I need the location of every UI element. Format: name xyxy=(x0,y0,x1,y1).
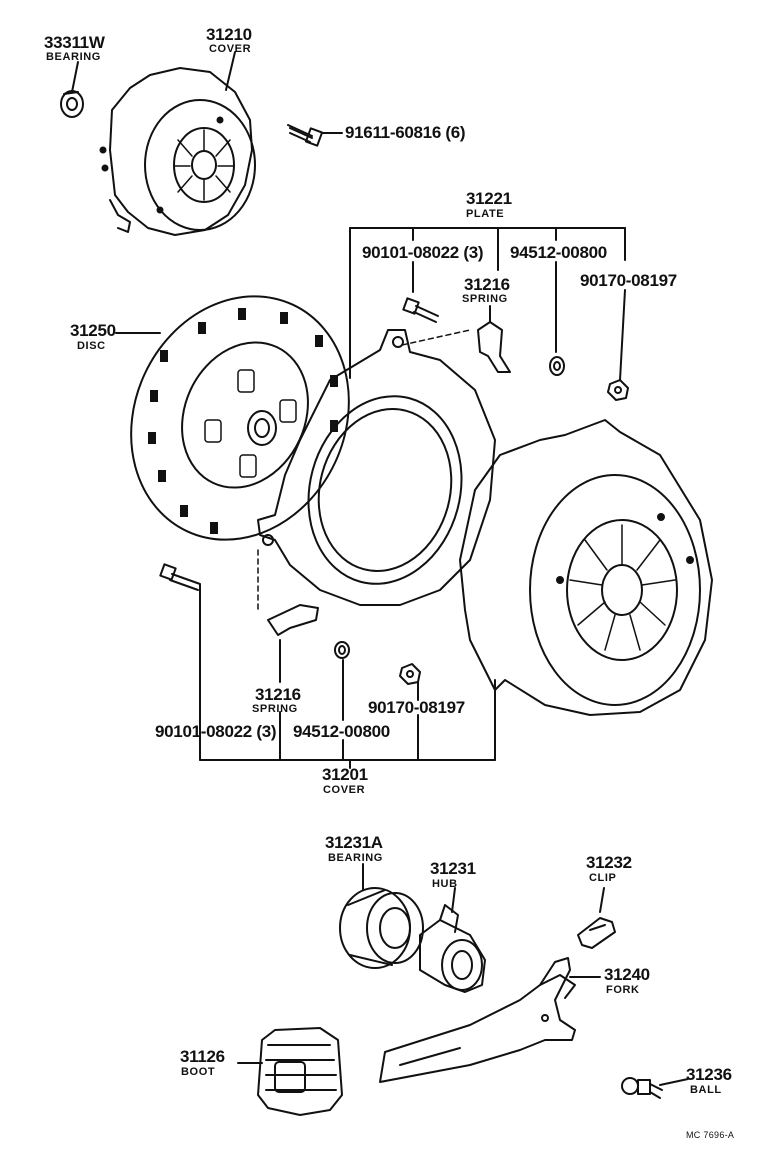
hub-name: HUB xyxy=(432,878,458,890)
bearing-top-name: BEARING xyxy=(46,51,101,63)
lower-nut-number: 90170-08197 xyxy=(368,698,465,717)
clip-icon xyxy=(577,917,616,949)
clip-name: CLIP xyxy=(589,872,616,884)
boot-icon xyxy=(257,1027,343,1116)
plate-number: 31221 xyxy=(466,189,512,208)
ball-number: 31236 xyxy=(686,1065,732,1084)
cover-top-number: 31210 xyxy=(206,25,252,44)
plate-washer-number: 94512-00800 xyxy=(510,243,607,262)
release-bearing-icon xyxy=(339,887,424,969)
plate-name: PLATE xyxy=(466,208,504,220)
plate-spring-name: SPRING xyxy=(462,293,508,305)
lower-bolt-icon xyxy=(159,563,201,591)
bearing-top-number: 33311W xyxy=(44,33,106,52)
fork-number: 31240 xyxy=(604,965,650,984)
ball-stud-icon xyxy=(621,1077,663,1099)
lower-washer-icon xyxy=(334,641,350,659)
lower-bolt-number: 90101-08022 (3) xyxy=(155,722,276,741)
plate-washer-icon xyxy=(549,356,565,376)
leader-lines xyxy=(71,51,689,1086)
clip-number: 31232 xyxy=(586,853,632,872)
lower-washer-number: 94512-00800 xyxy=(293,722,390,741)
bolt-top-number: 91611-60816 (6) xyxy=(345,123,465,142)
cover-top-name: COVER xyxy=(209,43,251,55)
boot-name: BOOT xyxy=(181,1066,215,1078)
release-bearing-number: 31231A xyxy=(325,833,383,852)
drawing-reference: MC 7696-A xyxy=(686,1130,734,1140)
plate-bolt-number: 90101-08022 (3) xyxy=(362,243,483,262)
pilot-bearing-icon xyxy=(60,90,84,118)
release-fork-icon xyxy=(379,957,576,1083)
plate-nut-number: 90170-08197 xyxy=(580,271,677,290)
disc-name: DISC xyxy=(77,340,106,352)
ball-name: BALL xyxy=(690,1084,722,1096)
disc-number: 31250 xyxy=(70,321,116,340)
hub-icon xyxy=(419,904,486,993)
lower-nut-icon xyxy=(399,663,421,685)
lower-cover-number: 31201 xyxy=(322,765,368,784)
plate-spring-icon xyxy=(477,321,511,373)
lower-cover-name: COVER xyxy=(323,784,365,796)
hub-number: 31231 xyxy=(430,859,476,878)
bolt-icon xyxy=(287,124,324,147)
lower-spring-icon xyxy=(267,604,319,636)
plate-bolt-icon xyxy=(402,297,439,323)
fork-name: FORK xyxy=(606,984,640,996)
lower-spring-number: 31216 xyxy=(255,685,301,704)
clutch-cover-lower-icon xyxy=(459,419,713,716)
plate-spring-number: 31216 xyxy=(464,275,510,294)
release-bearing-name: BEARING xyxy=(328,852,383,864)
pressure-plate-icon xyxy=(257,329,496,606)
plate-nut-icon xyxy=(607,379,629,401)
clutch-cover-top-icon xyxy=(99,67,256,236)
boot-number: 31126 xyxy=(180,1047,225,1066)
lower-spring-name: SPRING xyxy=(252,703,298,715)
